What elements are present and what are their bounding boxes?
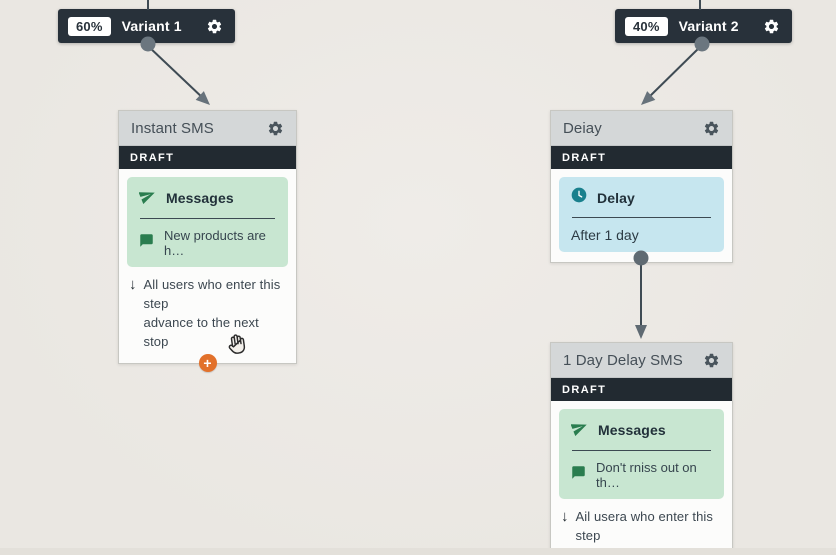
note-line1: All users who enter this step — [143, 277, 281, 311]
connector-line — [645, 45, 702, 101]
paper-plane-icon — [570, 419, 588, 441]
step-card-delay[interactable]: Deiay DRAFT Delay After 1 day — [550, 110, 733, 263]
arrowhead-icon — [635, 325, 647, 339]
variant-1-badge[interactable]: 60% Variant 1 — [58, 9, 235, 43]
step-card-1-day-delay-sms[interactable]: 1 Day Delay SMS DRAFT Messages — [550, 342, 733, 555]
variant-2-percent-chip[interactable]: 40% — [625, 16, 668, 36]
variant-2-label: Variant 2 — [678, 18, 739, 34]
canvas-bottom-edge — [0, 548, 836, 555]
card-header[interactable]: 1 Day Delay SMS — [551, 343, 732, 378]
gear-icon[interactable] — [763, 18, 780, 35]
note-line1: Ail usera who enter this step — [575, 509, 714, 543]
card-body: Messages New products are h… ↓ All users… — [119, 169, 296, 363]
down-arrow-icon: ↓ — [561, 508, 569, 525]
card-body: Delay After 1 day — [551, 169, 732, 262]
down-arrow-icon: ↓ — [129, 276, 137, 293]
messages-box[interactable]: Messages New products are h… — [127, 177, 288, 267]
chat-bubble-icon — [139, 233, 154, 253]
note-line2: advance to the next stop — [143, 314, 259, 349]
channel-label: Messages — [166, 190, 234, 206]
card-title: Deiay — [563, 119, 602, 137]
card-title: Instant SMS — [131, 119, 214, 137]
connector-line — [147, 45, 206, 101]
card-header[interactable]: Instant SMS — [119, 111, 296, 146]
delay-box[interactable]: Delay After 1 day — [559, 177, 724, 252]
card-title: 1 Day Delay SMS — [563, 351, 683, 369]
channel-label: Delay — [597, 189, 635, 206]
chat-bubble-icon — [571, 465, 586, 485]
variant-2-badge[interactable]: 40% Variant 2 — [615, 9, 792, 43]
step-card-instant-sms[interactable]: Instant SMS DRAFT Messages New — [118, 110, 297, 373]
paper-plane-icon — [138, 187, 156, 209]
clock-icon — [571, 187, 587, 208]
gear-icon[interactable] — [703, 120, 720, 137]
arrowhead-icon — [195, 91, 210, 105]
variant-1-percent-chip[interactable]: 60% — [68, 16, 111, 36]
hand-cursor-icon — [222, 330, 250, 358]
status-badge: DRAFT — [551, 378, 732, 401]
divider — [572, 217, 711, 218]
message-preview: New products are h… — [164, 228, 266, 258]
divider — [140, 218, 275, 219]
status-badge: DRAFT — [119, 146, 296, 169]
card-header[interactable]: Deiay — [551, 111, 732, 146]
delay-detail: After 1 day — [571, 227, 639, 243]
message-preview: Don't rniss out on th… — [596, 460, 697, 490]
arrowhead-icon — [641, 91, 656, 105]
divider — [572, 450, 711, 451]
step-note: ↓ All users who enter this step advance … — [129, 276, 286, 351]
add-step-button[interactable]: + — [198, 354, 217, 373]
status-badge: DRAFT — [551, 146, 732, 169]
variant-1-label: Variant 1 — [121, 18, 182, 34]
gear-icon[interactable] — [703, 352, 720, 369]
card-body: Messages Don't rniss out on th… ↓ Ail us… — [551, 401, 732, 555]
gear-icon[interactable] — [267, 120, 284, 137]
gear-icon[interactable] — [206, 18, 223, 35]
messages-box[interactable]: Messages Don't rniss out on th… — [559, 409, 724, 499]
channel-label: Messages — [598, 422, 666, 438]
